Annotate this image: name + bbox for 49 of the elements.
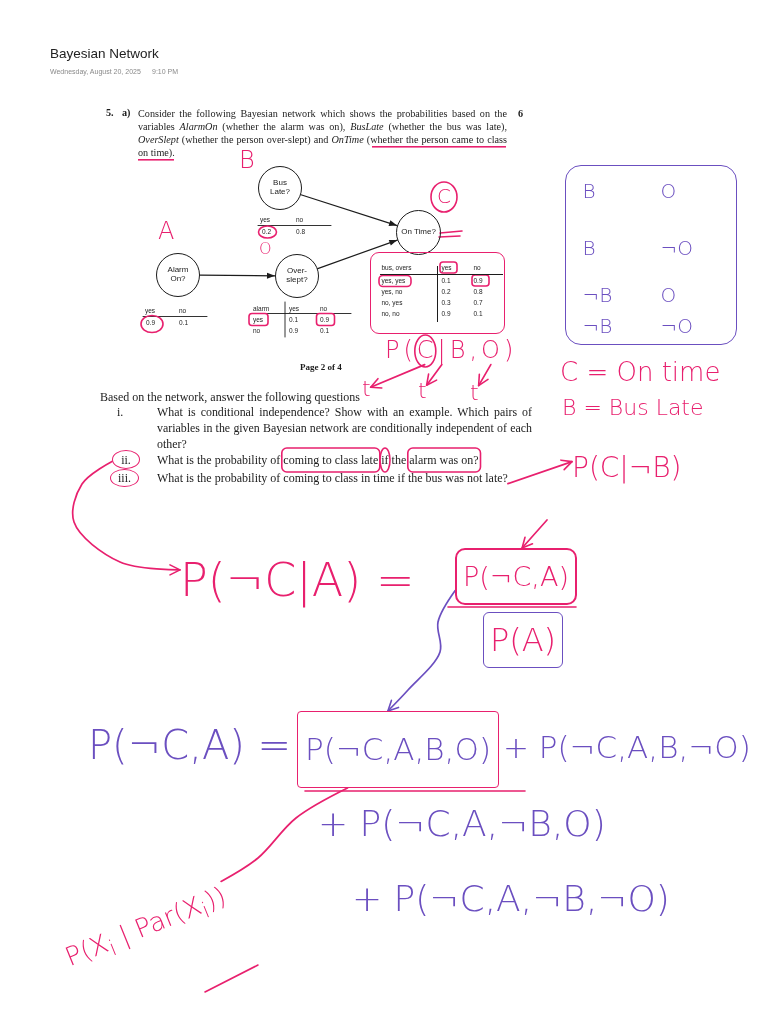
handwritten-letter: t <box>470 382 479 404</box>
handwritten-symbol: ¬O <box>660 314 693 338</box>
question-number: 5. <box>106 107 114 119</box>
page-number: Page 2 of 4 <box>300 362 342 373</box>
marks-value: 6 <box>518 108 524 120</box>
handwritten-formula: + P(¬C,A,¬B,¬O) <box>352 878 670 920</box>
handwritten-letter: C <box>437 185 451 208</box>
handwritten-note: B = Bus Late <box>562 395 704 421</box>
arrow <box>387 589 456 712</box>
question-text: What is the probability of coming to class late if the alarm was on? <box>157 454 479 466</box>
handwritten-symbol: B <box>582 236 596 260</box>
handwritten-formula: P(C|¬B) <box>572 452 682 485</box>
handwritten-letter: t <box>418 380 427 402</box>
arrow <box>199 272 276 279</box>
highlighted-formula: P(A) <box>483 612 563 668</box>
instruction-text: Based on the network, answer the following questions <box>100 390 360 404</box>
handwritten-formula: P(¬C,A) = <box>88 722 292 768</box>
question-part-label: a) <box>122 107 131 119</box>
highlighted-formula: P(¬C,A) <box>455 548 577 605</box>
arrow <box>71 460 181 576</box>
arrow <box>300 194 398 227</box>
question-text: What is the probability of coming to class in time if the bus was not late? <box>157 471 508 485</box>
handwritten-letter: O <box>259 239 272 258</box>
handwritten-symbol: B <box>582 179 596 203</box>
handwritten-symbol: ¬O <box>660 236 693 260</box>
highlighted-formula: P(¬C,A,B,O) <box>297 711 499 788</box>
ink-frame <box>565 165 737 345</box>
arrow <box>369 363 426 389</box>
arrow <box>507 459 573 485</box>
handwritten-letter: A <box>158 218 175 246</box>
handwritten-formula: + P(¬C,A,¬B,O) <box>318 803 606 845</box>
handwritten-note: C = On time <box>560 358 721 388</box>
handwritten-symbol: O <box>660 179 677 203</box>
question-numeral: i. <box>117 404 124 420</box>
handwritten-letter: t <box>362 378 371 400</box>
arrow <box>477 363 492 387</box>
handwritten-letter: B <box>239 147 255 175</box>
question-text: What is conditional independence? Show with an example. Which pairs of variables in the given Bayesian network are conditionally independent of each other? <box>157 404 532 452</box>
handwritten-symbol: ¬B <box>582 283 613 307</box>
arrow <box>521 519 548 549</box>
handwritten-symbol: ¬B <box>582 314 613 338</box>
handwritten-formula: + P(¬C,A,B,¬O) <box>503 730 751 766</box>
highlight-frame <box>370 252 505 334</box>
arrow <box>317 239 398 270</box>
arrow <box>425 363 443 387</box>
connector-line <box>220 787 349 883</box>
handwritten-symbol: O <box>660 283 677 307</box>
handwritten-formula: P(¬C|A) = <box>180 554 415 607</box>
page-title: Bayesian Network <box>50 46 159 61</box>
